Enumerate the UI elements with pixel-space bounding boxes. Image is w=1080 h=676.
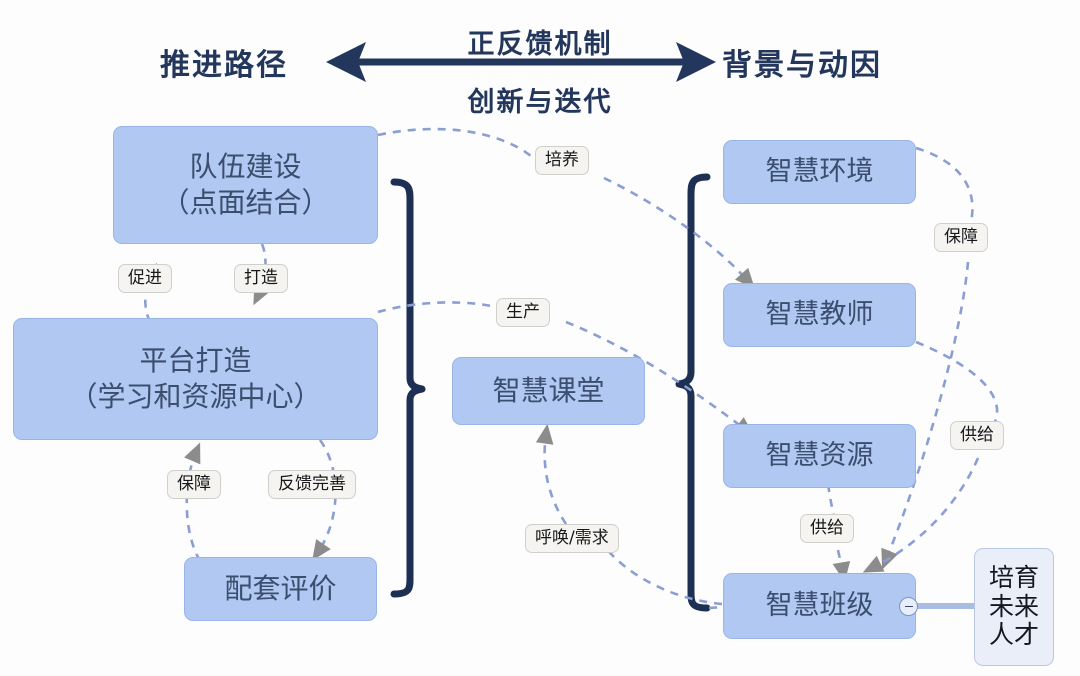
edge-label-feedback: 反馈完善 <box>268 470 356 499</box>
node-smart-classroom[interactable]: 智慧课堂 <box>452 357 645 425</box>
header-left-title: 推进路径 <box>160 48 288 83</box>
header-right-title: 背景与动因 <box>722 48 882 83</box>
node-smart-teacher[interactable]: 智慧教师 <box>723 283 916 347</box>
left-group-brace <box>390 178 426 598</box>
node-smart-class[interactable]: 智慧班级 <box>723 573 916 639</box>
node-platform-building-line1: 平台打造 <box>139 344 252 378</box>
node-platform-building[interactable]: 平台打造 （学习和资源中心） <box>13 318 378 440</box>
edge-guarantee-right-a <box>915 146 974 227</box>
node-talent-line3: 人才 <box>988 620 1039 650</box>
node-platform-building-line2: （学习和资源中心） <box>69 380 322 413</box>
edge-label-promote: 促进 <box>118 264 172 293</box>
node-smart-resource[interactable]: 智慧资源 <box>723 424 916 488</box>
node-team-building-line1: 队伍建设 <box>189 150 302 184</box>
edge-demand-a <box>602 545 723 606</box>
minus-glyph <box>904 605 913 608</box>
edge-supply-right-b <box>862 457 980 573</box>
node-talent-line2: 未来 <box>988 591 1039 621</box>
node-team-building[interactable]: 队伍建设 （点面结合） <box>113 126 378 244</box>
edge-label-build: 打造 <box>234 264 288 293</box>
edge-label-produce: 生产 <box>496 298 550 327</box>
edge-supply-right-a <box>915 340 999 425</box>
edge-label-guarantee-right: 保障 <box>934 223 988 252</box>
edge-cultivate-a <box>377 127 542 166</box>
edge-feedback <box>312 439 337 561</box>
header-mid-bottom-label: 创新与迭代 <box>467 87 613 118</box>
double-headed-arrow-icon <box>326 42 716 82</box>
edge-label-cultivate: 培养 <box>535 146 589 175</box>
edge-label-supply-mid: 供给 <box>800 514 854 543</box>
edge-label-demand: 呼唤/需求 <box>525 524 619 553</box>
edge-demand-b <box>535 423 568 525</box>
minus-circle-icon[interactable] <box>899 597 918 616</box>
edge-supply-mid-b <box>832 549 851 583</box>
node-talent-line1: 培育 <box>988 562 1039 592</box>
node-team-building-line2: （点面结合） <box>161 186 330 219</box>
node-cultivate-future-talent[interactable]: 培育 未来 人才 <box>974 548 1054 666</box>
header-mid-top-label: 正反馈机制 <box>467 29 613 60</box>
right-group-brace <box>675 173 711 612</box>
edge-guarantee-right-b <box>881 261 970 570</box>
node-smart-environment[interactable]: 智慧环境 <box>723 140 916 204</box>
edge-label-supply-right: 供给 <box>950 421 1004 450</box>
edge-produce-a <box>377 301 501 314</box>
node-supporting-evaluation[interactable]: 配套评价 <box>184 557 377 621</box>
edge-supply-mid-a <box>826 483 836 517</box>
edge-label-guarantee-left: 保障 <box>167 470 221 499</box>
edge-guarantee-left <box>184 442 202 562</box>
edge-cultivate-b <box>603 176 755 289</box>
